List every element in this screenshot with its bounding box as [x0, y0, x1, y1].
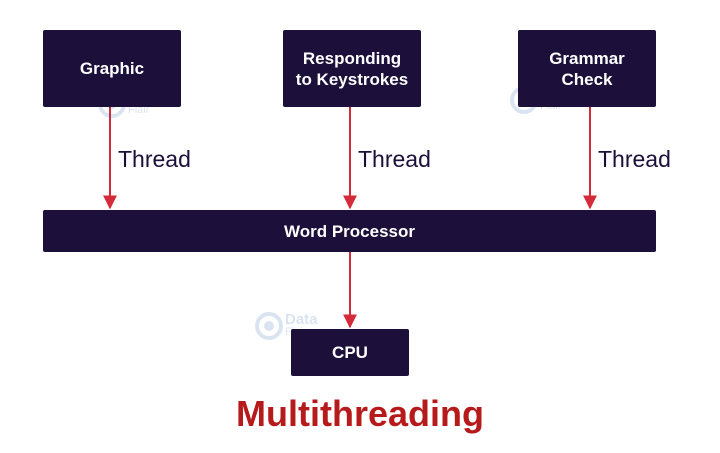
responding-box: Responding to Keystrokes — [283, 30, 421, 107]
graphic-box: Graphic — [43, 30, 181, 107]
responding-box-label: Responding to Keystrokes — [295, 48, 409, 89]
grammar-check-box: Grammar Check — [518, 30, 656, 107]
cpu-box: CPU — [291, 329, 409, 376]
word-processor-bar: Word Processor — [43, 210, 656, 252]
thread-label-responding: Thread — [358, 146, 431, 172]
diagram-title: Multithreading — [236, 393, 484, 434]
graphic-box-label: Graphic — [79, 59, 145, 78]
cpu-label: CPU — [332, 343, 368, 362]
grammar-check-box-label: Grammar Check — [549, 48, 625, 89]
word-processor-label: Word Processor — [283, 221, 415, 241]
thread-label-graphic: Thread — [118, 146, 191, 172]
thread-label-grammar: Thread — [598, 146, 671, 172]
dataflair-logo-icon — [255, 312, 283, 340]
